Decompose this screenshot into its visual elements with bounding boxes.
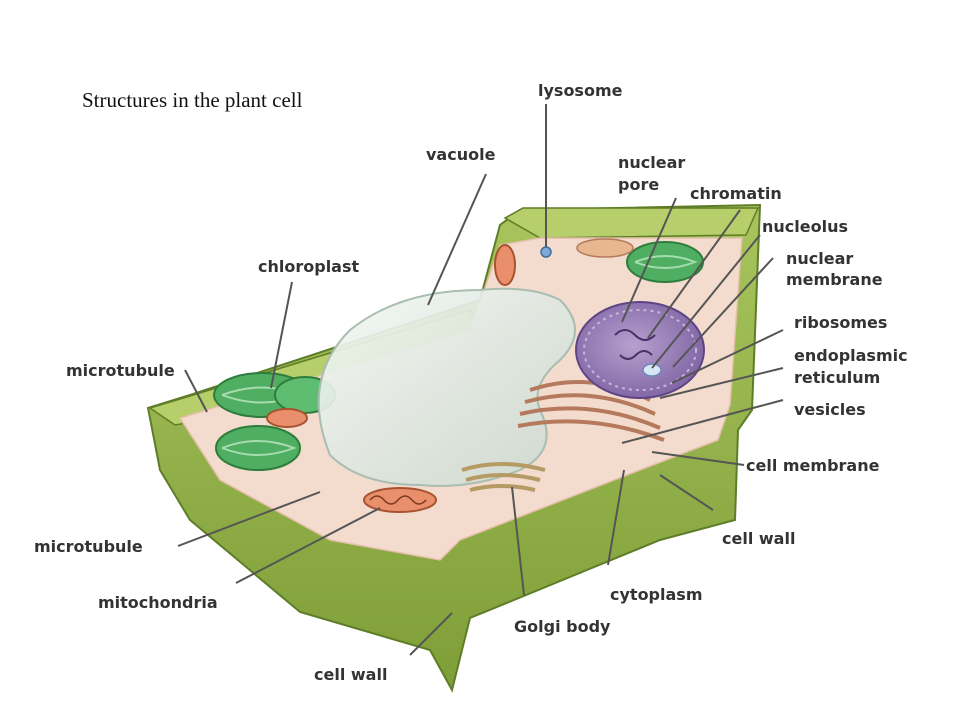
leader-ribosomes <box>671 329 784 384</box>
golgi-body-shape <box>461 462 546 492</box>
leader-nuclear-pore <box>621 197 677 323</box>
leader-microtubule-top <box>184 369 208 413</box>
leader-microtubule-bottom <box>177 491 321 547</box>
label-mitochondria: mitochondria <box>98 593 218 612</box>
label-cell-wall-right: cell wall <box>722 529 796 548</box>
endoplasmic-reticulum-shape <box>517 380 665 442</box>
label-cell-membrane: cell membrane <box>746 456 880 475</box>
leader-nucleolus <box>651 234 761 369</box>
nucleus-shape <box>575 301 705 399</box>
label-chromatin: chromatin <box>690 184 782 203</box>
label-nuclear-pore-line1: nuclear <box>618 153 686 172</box>
leader-lines <box>177 104 784 656</box>
diagram-title: Structures in the plant cell <box>82 88 303 112</box>
leader-cell-wall-right <box>659 474 714 511</box>
leader-vacuole <box>427 173 487 306</box>
leader-chloroplast <box>270 281 293 389</box>
label-ribosomes: ribosomes <box>794 313 888 332</box>
label-lysosome: lysosome <box>538 81 623 100</box>
label-vacuole: vacuole <box>426 145 496 164</box>
label-nuclear-membrane-line1: nuclear <box>786 249 854 268</box>
label-chloroplast: chloroplast <box>258 257 360 276</box>
vacuole-shape <box>317 287 576 487</box>
label-cell-wall-bottom: cell wall <box>314 665 388 684</box>
label-nucleolus: nucleolus <box>762 217 848 236</box>
label-golgi-body: Golgi body <box>514 617 611 636</box>
lysosome-shape <box>540 246 552 258</box>
leader-golgi-body <box>511 486 525 596</box>
label-cytoplasm: cytoplasm <box>610 585 703 604</box>
leader-chromatin <box>647 209 741 339</box>
leader-vesicles <box>621 399 784 444</box>
leader-cytoplasm <box>607 469 625 566</box>
label-endoplasmic-reticulum-line2: reticulum <box>794 368 881 387</box>
leader-cell-wall-bottom <box>409 612 453 656</box>
leader-cell-membrane <box>651 451 745 466</box>
leader-er <box>659 367 784 399</box>
label-vesicles: vesicles <box>794 400 866 419</box>
leader-nuclear-membrane <box>672 257 774 368</box>
chloroplast-top-right <box>626 241 704 283</box>
mitochondria-shapes <box>266 238 634 513</box>
label-nuclear-pore-line2: pore <box>618 175 660 194</box>
label-nuclear-membrane-line2: membrane <box>786 270 883 289</box>
leader-mitochondria <box>235 507 381 584</box>
label-endoplasmic-reticulum-line1: endoplasmic <box>794 346 908 365</box>
cell-wall-top-face <box>503 207 760 239</box>
label-microtubule-top: microtubule <box>66 361 175 380</box>
label-microtubule-bottom: microtubule <box>34 537 143 556</box>
